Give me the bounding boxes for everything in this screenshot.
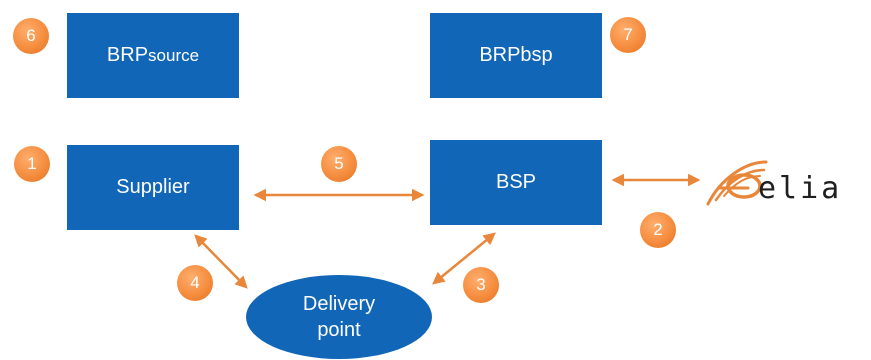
badge-1-number: 1 <box>27 154 37 173</box>
supplier-box: Supplier <box>67 145 239 230</box>
badge-6: 6 <box>13 18 49 54</box>
badge-2-number: 2 <box>653 220 663 239</box>
badge-4-number: 4 <box>190 273 200 292</box>
badge-6-number: 6 <box>26 26 36 45</box>
badge-5-number: 5 <box>334 154 344 173</box>
badge-2: 2 <box>640 212 676 248</box>
badge-7-number: 7 <box>623 25 633 44</box>
elia-logo-wordmark: elia <box>758 171 842 206</box>
delivery-point-ellipse: Delivery point <box>246 275 432 359</box>
bsp-box: BSP <box>430 140 602 225</box>
badge-7: 7 <box>610 17 646 53</box>
badge-5: 5 <box>321 146 357 182</box>
brp-bsp-label: BRPbsp <box>479 44 553 66</box>
elia-logo-swirl-icon <box>706 160 768 206</box>
badge-4: 4 <box>177 265 213 301</box>
brp-source-label: BRP <box>106 44 149 66</box>
delivery-point-line2: point <box>317 319 361 341</box>
badge-3-number: 3 <box>476 275 486 294</box>
brp-bsp-box: BRPbsp <box>430 13 602 98</box>
badge-1: 1 <box>14 146 50 182</box>
delivery-point-line1: Delivery <box>302 293 376 315</box>
supplier-label: Supplier <box>116 176 190 198</box>
arrow-bsp-delivery <box>432 232 496 285</box>
elia-logo: elia <box>706 160 842 206</box>
arrow-supplier-delivery <box>194 234 248 289</box>
brp-source-subscript: source <box>148 45 200 65</box>
badge-3: 3 <box>463 267 499 303</box>
bsp-label: BSP <box>495 171 537 193</box>
